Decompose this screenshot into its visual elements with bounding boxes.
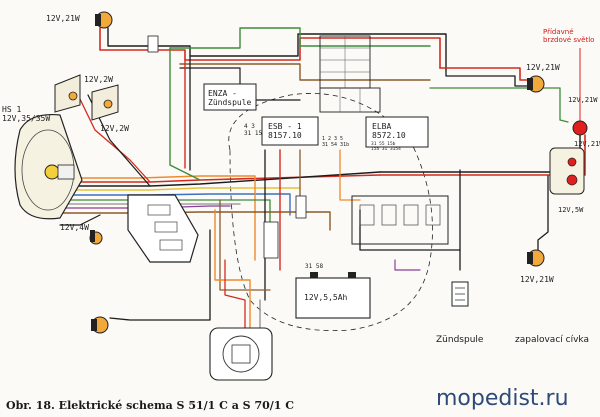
connector-icon [319, 87, 381, 113]
text-line: 8157.10 [268, 131, 302, 140]
text-line: 31 55 15b [371, 141, 396, 147]
wire-red-left-bulbs [77, 94, 151, 183]
text-line: ENZA - [208, 89, 237, 98]
wire-brown-lower [219, 199, 271, 291]
bulb-right-mid-label: 12V,5W [558, 206, 584, 214]
wire-red-top [99, 27, 441, 69]
battery-label: 12V,5,5Ah [304, 293, 348, 302]
bulb-right-brake-label: 12V,21W [574, 140, 600, 148]
wire-black-right [445, 69, 529, 87]
headlamp-icon [14, 113, 83, 220]
text-line: ELBA [372, 122, 391, 131]
wire-blue-main [59, 193, 291, 216]
text-line: 15a 31 3154 [371, 146, 401, 152]
text-line: 8572.10 [372, 131, 406, 140]
text-line: 31 54 31b [322, 142, 349, 148]
wire-brown-main [61, 211, 331, 231]
text-line: 4 3 [244, 123, 255, 130]
figure-caption: Obr. 18. Elektrické schema S 51/1 C a S … [6, 399, 294, 412]
text-line: brzdové světlo [543, 36, 594, 44]
text-line: HS 1 [2, 105, 21, 114]
wire-black-top [107, 27, 447, 71]
wire-yellow-main [57, 187, 301, 191]
bulb-icon [95, 11, 113, 29]
ignition-coil-de-label: Zündspule [436, 335, 484, 345]
bulb-extra-brake-label: 12V,21W [568, 96, 598, 104]
bulb-icon [54, 74, 81, 113]
wire-orange-lower [214, 209, 256, 346]
engine-dashed-outline [228, 93, 433, 331]
bulb-icon [91, 316, 109, 334]
wire-green-rear [429, 87, 569, 123]
bulb-upper-left-label: 12V,2W [84, 75, 113, 84]
wire-red-right [439, 67, 529, 81]
relay-box-icon [261, 116, 319, 146]
wire-group [57, 27, 586, 346]
bulb-top-left-label: 12V,21W [46, 14, 80, 23]
wire-black-lower [109, 229, 211, 321]
bulb-icon [572, 120, 588, 136]
relay-box-icon [365, 116, 429, 148]
wire-brown-top [179, 63, 431, 81]
bulb-icon [527, 75, 545, 93]
bulb-bottom-right-label: 12V,21W [520, 275, 554, 284]
coil-icon [451, 281, 469, 307]
text-line: ESB - 1 [268, 122, 302, 131]
ignition-coil-cz-label: zapalovací cívka [515, 335, 589, 345]
wire-black-rear-down [537, 175, 549, 256]
text-line: 1 2 3 5 [322, 136, 343, 142]
bulb-icon [549, 147, 585, 195]
battery-icon [295, 272, 371, 319]
text-line: Zündspule [208, 98, 252, 107]
wire-violet-right [394, 259, 421, 271]
switch-block-icon [351, 195, 449, 245]
switch-block-icon [127, 194, 199, 263]
text-line: 31 15 [244, 130, 262, 137]
connector-icon [147, 35, 307, 259]
magneto-icon [209, 327, 273, 381]
watermark: mopedist.ru [436, 386, 569, 411]
battery-pins-label: 31 58 [305, 263, 323, 270]
bulb-icon [91, 84, 119, 121]
wire-green-top [169, 27, 431, 49]
bulb-icon [527, 249, 545, 267]
bulb-top-right-label: 12V,21W [526, 63, 560, 72]
wire-green-vertical [169, 47, 201, 181]
bulb-icon [89, 230, 103, 245]
relay-box-icon [203, 83, 257, 111]
wire-orange-main [69, 175, 256, 261]
text-line: Přídavné [543, 28, 574, 36]
wire-red-main-right [379, 134, 586, 176]
wire-red-lower [224, 259, 246, 346]
wire-orange-center-vertical [339, 149, 361, 201]
bulb-mid-left-label: 12V,4W [60, 223, 89, 232]
enza-box-label: ENZA -Zündspule [208, 89, 252, 107]
text-line: 12V,35/35W [2, 114, 50, 123]
bulb-upper-center-label: 12V,2W [100, 124, 129, 133]
wire-black-main [59, 171, 381, 187]
enza-box-line: ENZA -Zündspule [208, 89, 252, 107]
wire-black-front-bulb [59, 214, 101, 226]
wire-black-right-lower [359, 209, 461, 271]
